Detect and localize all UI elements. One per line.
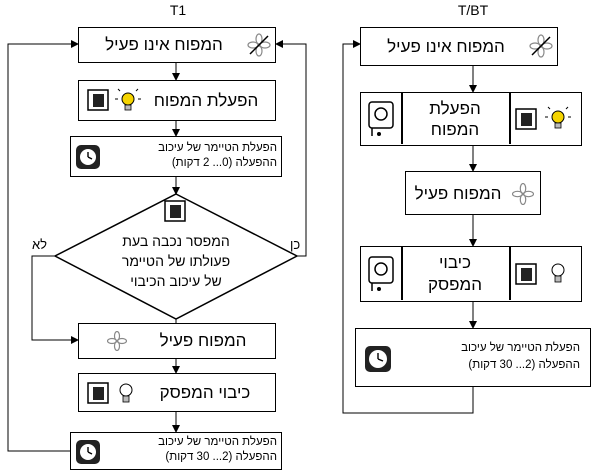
title-t1: T1 <box>169 2 187 18</box>
decision-yes-label: כן <box>290 237 301 252</box>
left-fan-on-label: המפוח פעיל <box>159 331 247 350</box>
humidistat-icon <box>368 256 394 291</box>
right-switch-off-line-2: המפסק <box>428 275 482 294</box>
right-loop-connector <box>342 40 474 414</box>
left-timer2-line1: הפעלת הטיימר של עיכוב <box>158 436 277 448</box>
right-timer-line-1: הפעלת הטיימר של עיכוב <box>461 342 580 354</box>
right-fan-on-label: המפוח פעיל <box>414 184 502 203</box>
decision-diamond <box>53 193 299 320</box>
left-timer2-line2: ההפעלה (2... 30 דקות) <box>165 451 277 463</box>
fan-icon <box>512 183 534 205</box>
wall-switch-icon <box>515 263 537 285</box>
left-fan-on-box: המפוח פעיל <box>78 323 276 359</box>
decision-line-1: המפסר נכבה בעת <box>122 233 230 249</box>
humidistat-icon <box>368 101 394 136</box>
left-timer1-box: הפעלת הטיימר של עיכוב ההפעלה (0... 2 דקו… <box>70 136 282 177</box>
right-switch-off-box: כיבוי המפסק <box>360 246 582 302</box>
right-fan-start-line-1: הפעלת <box>429 99 481 118</box>
fan-icon <box>107 331 127 351</box>
timer-clock-icon <box>76 440 100 464</box>
title-tbt: T/BT <box>457 2 489 18</box>
left-switch-off-label: כיבוי המפסק <box>159 383 251 402</box>
left-timer2-box: הפעלת הטיימר של עיכוב ההפעלה (2... 30 דק… <box>70 432 282 470</box>
right-timer-line-2: ההפעלה (2... 30 דקות) <box>468 359 580 371</box>
right-fan-start-line-2: המפוח <box>430 120 480 139</box>
loop-back-connector <box>7 40 79 452</box>
no-branch-connector <box>31 255 79 344</box>
left-timer1-line1: הפעלת הטיימר של עיכוב <box>158 142 277 154</box>
wall-switch-icon <box>164 200 186 222</box>
left-fan-off-box: המפוח אינו פעיל <box>78 27 276 63</box>
wall-switch-icon <box>87 382 109 404</box>
fan-off-icon <box>529 34 553 58</box>
left-fan-start-label: הפעלת המפוח <box>153 91 259 110</box>
right-fan-on-box: המפוח פעיל <box>405 171 541 215</box>
lit-bulb-icon <box>545 106 571 129</box>
right-fan-start-divider-1 <box>401 93 403 144</box>
lit-bulb-icon <box>115 88 141 111</box>
right-timer-box: הפעלת הטיימר של עיכוב ההפעלה (2... 30 דק… <box>355 328 591 387</box>
right-fan-off-box: המפוח אינו פעיל <box>360 27 558 66</box>
wall-switch-icon <box>515 108 537 130</box>
decision-line-3: של עיכוב הכיבוי <box>130 273 222 289</box>
decision-no-label: לא <box>32 237 48 252</box>
right-fan-start-divider-2 <box>509 93 511 144</box>
right-switch-off-divider-2 <box>509 247 511 300</box>
left-switch-off-box: כיבוי המפסק <box>78 373 276 412</box>
wall-switch-icon <box>87 89 109 111</box>
fan-off-icon <box>247 33 271 57</box>
left-fan-off-label: המפוח אינו פעיל <box>105 35 223 54</box>
right-switch-off-divider-1 <box>401 247 403 300</box>
yes-branch-connector <box>275 40 307 257</box>
unlit-bulb-icon <box>551 263 565 283</box>
timer-clock-icon <box>365 346 391 372</box>
right-switch-off-line-1: כיבוי <box>439 253 471 272</box>
unlit-bulb-icon <box>119 383 133 403</box>
right-fan-start-box: הפעלת המפוח <box>360 92 582 146</box>
decision-line-2: פעולתו של הטיימר <box>121 253 231 269</box>
left-fan-start-box: הפעלת המפוח <box>78 80 276 121</box>
left-timer1-line2: ההפעלה (0... 2 דקות) <box>171 157 277 169</box>
timer-clock-icon <box>76 145 100 169</box>
right-fan-off-label: המפוח אינו פעיל <box>387 37 505 56</box>
